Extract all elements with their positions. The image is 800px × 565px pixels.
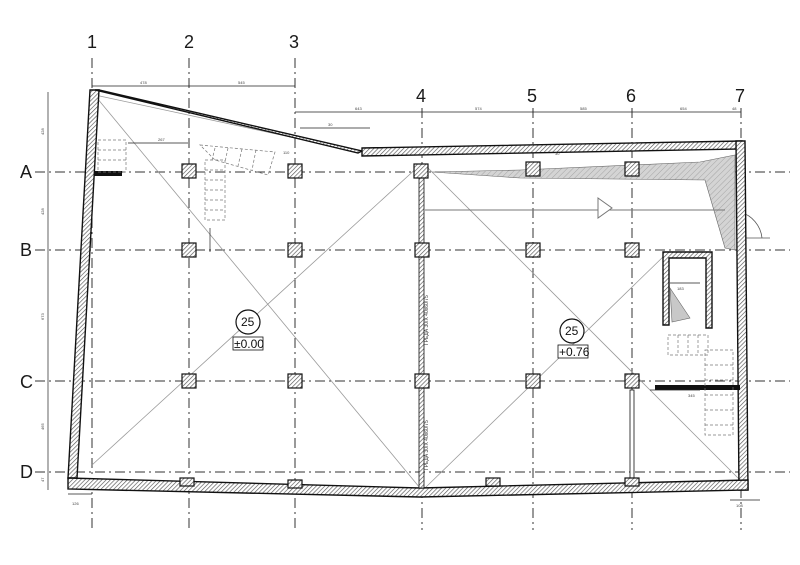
dim-text: 673 [40,313,45,320]
column [624,161,640,177]
grid-axes [35,58,790,530]
dim-text: 47 [40,477,45,482]
dim-text: 30 [328,122,333,127]
dim-text: 574 [475,106,482,111]
dim-text: 428 [40,208,45,215]
stairs [97,139,734,436]
dim-text: 545 [238,80,245,85]
column [414,242,430,258]
column [485,477,501,487]
beam-label: ГРЕДА 30/Х 40х60/75 [424,420,430,470]
column [287,479,303,489]
dim-text: 465 [40,423,45,430]
dim-text: 30 [555,151,560,156]
column [181,242,197,258]
dim-text: 126 [72,501,79,506]
dim-text: 585 [580,106,587,111]
dim-text: 110 [283,150,290,155]
axis-label-2: 2 [184,32,194,52]
dimension-texts: 478 545 643 574 585 654 48 267 30 110 30… [40,80,743,508]
ramp-shaded-area [425,154,770,251]
axis-label-6: 6 [626,86,636,106]
dim-text: 478 [140,80,147,85]
column [624,373,640,389]
axis-label-C: C [20,372,33,392]
axis-label-3: 3 [289,32,299,52]
column [525,373,541,389]
beam-label: ГРЕДА 30/Х 40х60/75 [424,295,430,345]
dim-text: 108 [736,503,743,508]
level-tag-elevation: +0.76 [559,345,590,359]
axis-label-D: D [20,462,33,482]
column [413,163,429,179]
dim-text: 654 [680,106,687,111]
dim-text: 48 [732,106,737,111]
column [525,242,541,258]
column [624,242,640,258]
axis-label-A: A [20,162,32,182]
axis-label-B: B [20,240,32,260]
outer-walls [67,89,749,498]
dim-text: 345 [688,393,695,398]
dim-text: 267 [158,137,165,142]
dim-text: 643 [355,106,362,111]
level-tag-number: 25 [241,315,255,329]
column [414,373,430,389]
column [181,163,197,179]
level-tag-number: 25 [565,324,579,338]
axis-label-5: 5 [527,86,537,106]
column [179,477,195,487]
columns [179,161,640,489]
column [287,373,303,389]
level-tag-elevation: ±0.00 [234,337,264,351]
dimension-lines [47,85,760,501]
level-tag-right: 25 +0.76 [557,318,590,359]
axis-label-7: 7 [735,86,745,106]
axis-labels: 1 2 3 4 5 6 7 A B C D [20,32,745,482]
column [525,161,541,177]
column [181,373,197,389]
level-tag-left: 25 ±0.00 [232,309,264,351]
axis-label-1: 1 [87,32,97,52]
column [287,163,303,179]
column [287,242,303,258]
dim-text: 183 [677,286,684,291]
column [624,477,640,487]
dim-text: 428 [40,128,45,135]
axis-label-4: 4 [416,86,426,106]
